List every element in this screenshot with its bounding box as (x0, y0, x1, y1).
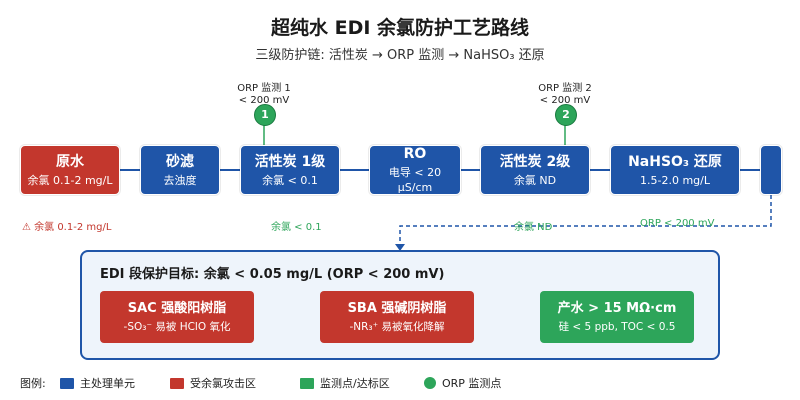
legend-item-monitor-zone: 监测点/达标区 (300, 375, 390, 391)
status-orp: ORP < 200 mV (640, 218, 715, 229)
unit-detail: 余氯 ND (513, 173, 557, 187)
legend-label: 受余氯攻击区 (190, 377, 256, 390)
unit-name: 原水 (56, 153, 84, 170)
unit-name: 活性炭 2级 (499, 153, 571, 170)
legend-item-attack-zone: 受余氯攻击区 (170, 375, 256, 391)
legend-title: 图例: (20, 377, 46, 390)
unit-name: 砂滤 (166, 153, 194, 170)
unit-detail: 1.5-2.0 mg/L (640, 173, 710, 187)
edi-protection-panel: EDI 段保护目标: 余氯 < 0.05 mg/L (ORP < 200 mV)… (80, 250, 720, 360)
edi-item-detail: -NR₃⁺ 易被氧化降解 (349, 321, 445, 333)
unit-raw-water: 原水 余氯 0.1-2 mg/L (20, 145, 120, 195)
edi-panel-title: EDI 段保护目标: 余氯 < 0.05 mg/L (ORP < 200 mV) (100, 267, 445, 282)
unit-detail: 余氯 < 0.1 (262, 173, 318, 187)
unit-detail: 余氯 0.1-2 mg/L (27, 173, 113, 187)
orp-monitor-2-name: ORP 监测 2 (538, 83, 592, 94)
edi-item-product-water: 产水 > 15 MΩ·cm 硅 < 5 ppb, TOC < 0.5 (540, 291, 694, 343)
legend-label: 监测点/达标区 (320, 377, 390, 390)
legend-swatch-green (300, 377, 314, 389)
orp-monitor-1-value: < 200 mV (238, 95, 290, 106)
status-carbon-1: 余氯 < 0.1 (271, 222, 322, 233)
diagram-subtitle: 三级防护链: 活性炭 → ORP 监测 → NaHSO₃ 还原 (255, 48, 545, 63)
legend-item-orp-point: ORP 监测点 (424, 375, 501, 391)
edi-item-name: SAC 强酸阳树脂 (127, 301, 227, 316)
unit-name: RO (403, 146, 427, 162)
status-carbon-2: 余氯 ND (514, 222, 553, 233)
unit-nahso3-reduction: NaHSO₃ 还原 1.5-2.0 mg/L (610, 145, 740, 195)
legend-label: ORP 监测点 (442, 377, 502, 390)
unit-detail: 去浊度 (163, 173, 197, 187)
edi-item-sba-resin: SBA 强碱阴树脂 -NR₃⁺ 易被氧化降解 (320, 291, 474, 343)
orp-monitor-1-name: ORP 监测 1 (237, 83, 291, 94)
edi-item-detail: 硅 < 5 ppb, TOC < 0.5 (558, 321, 676, 333)
orp-monitor-2-marker: 2 (555, 104, 577, 126)
edi-item-name: SBA 强碱阴树脂 (347, 301, 447, 316)
unit-ro: RO 电导 < 20 μS/cm (369, 145, 461, 195)
unit-carbon-2: 活性炭 2级 余氯 ND (480, 145, 590, 195)
unit-name: NaHSO₃ 还原 (628, 153, 722, 170)
diagram-title: 超纯水 EDI 余氯防护工艺路线 (270, 17, 530, 39)
legend-swatch-red (170, 377, 184, 389)
unit-name: 活性炭 1级 (254, 153, 326, 170)
status-raw-water: ⚠ 余氯 0.1-2 mg/L (22, 222, 112, 233)
orp-monitor-2-value: < 200 mV (539, 95, 591, 106)
unit-edi-feed (760, 145, 782, 195)
orp-monitor-1-marker: 1 (254, 104, 276, 126)
legend-label: 主处理单元 (80, 377, 135, 390)
legend-swatch-blue (60, 377, 74, 389)
feed-to-edi-path (399, 195, 772, 246)
orp-monitor-1-label: ORP 监测 1 < 200 mV (209, 83, 319, 107)
edi-item-sac-resin: SAC 强酸阳树脂 -SO₃⁻ 易被 HClO 氧化 (100, 291, 254, 343)
legend-item-main-unit: 主处理单元 (60, 375, 135, 391)
unit-sand-filter: 砂滤 去浊度 (140, 145, 220, 195)
feed-arrow-head (395, 244, 405, 251)
orp-monitor-2-label: ORP 监测 2 < 200 mV (510, 83, 620, 107)
edi-item-detail: -SO₃⁻ 易被 HClO 氧化 (123, 321, 231, 333)
edi-item-name: 产水 > 15 MΩ·cm (557, 301, 677, 316)
unit-detail: 电导 < 20 μS/cm (388, 166, 442, 194)
legend-circle-icon (424, 377, 436, 389)
unit-carbon-1: 活性炭 1级 余氯 < 0.1 (240, 145, 340, 195)
